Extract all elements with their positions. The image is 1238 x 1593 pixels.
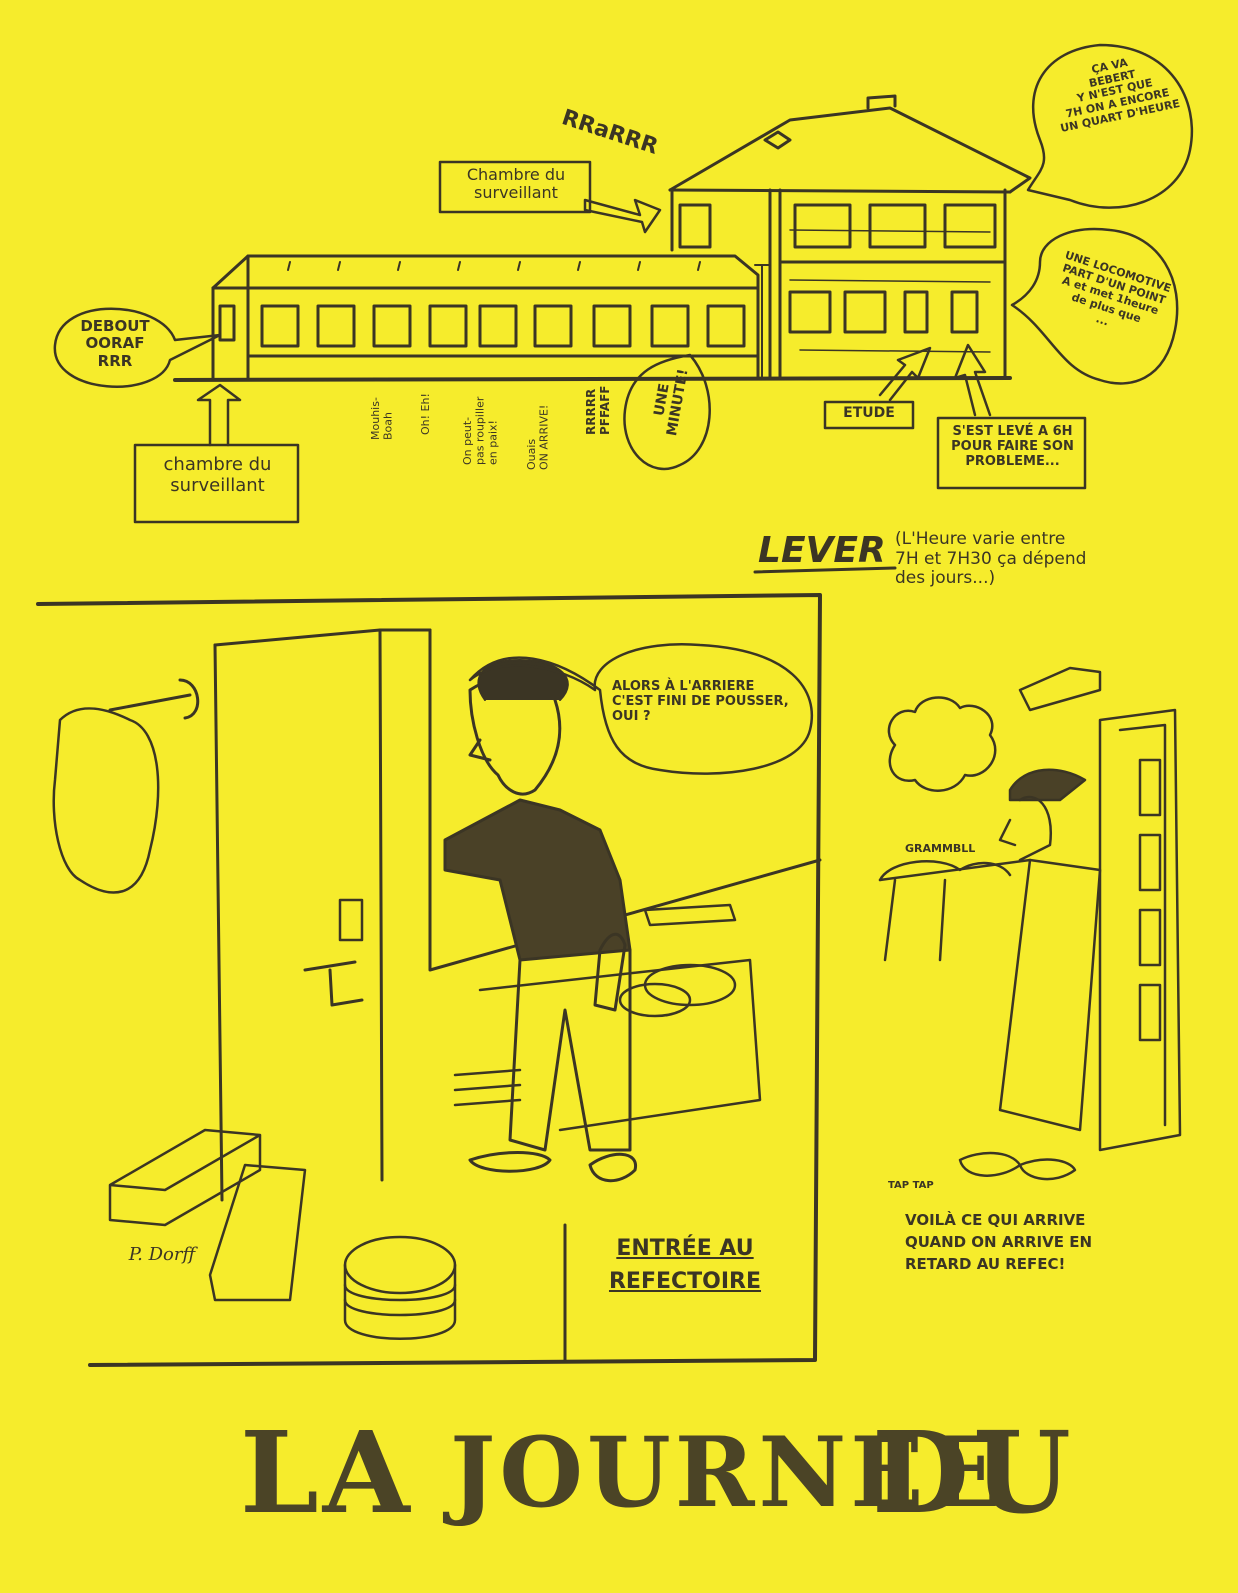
lever-underline bbox=[753, 566, 897, 574]
plate-stack bbox=[343, 1235, 457, 1340]
thought-cloud bbox=[887, 696, 997, 792]
bubble-debout-text: DEBOUT OORAF RRR bbox=[80, 317, 150, 370]
ground-line bbox=[173, 376, 1012, 382]
lever-note: (L'Heure varie entre 7H et 7H30 ça dépen… bbox=[895, 529, 1087, 589]
taptap-text: TAP TAP bbox=[888, 1180, 934, 1191]
arrow-chambre-top bbox=[583, 198, 662, 234]
door-handle bbox=[303, 960, 364, 1007]
label-chambre-bottom: chambre du surveillant bbox=[163, 454, 272, 496]
table-with-plates bbox=[453, 903, 762, 1132]
bubble-bebert-shape bbox=[1026, 43, 1194, 209]
box-chambre-top bbox=[438, 160, 592, 214]
refectoire-bubble-shape bbox=[468, 643, 814, 775]
artist-signature: P. Dorff bbox=[128, 1244, 196, 1265]
title-word-journee: JOURNEE bbox=[450, 1416, 1005, 1529]
retard-caption: VOILÀ CE QUI ARRIVE QUAND ON ARRIVE EN R… bbox=[905, 1211, 1093, 1273]
lever-heading: LEVER bbox=[758, 530, 886, 571]
panel-frame bbox=[36, 593, 822, 1367]
box-leve bbox=[936, 416, 1087, 490]
bubble-locomotive-shape bbox=[1010, 227, 1179, 385]
bread-crate-2 bbox=[208, 1163, 307, 1302]
vertical-text-1: Mouhis- Boah bbox=[369, 397, 395, 440]
vertical-text-2: Oh! Eh! bbox=[419, 393, 432, 435]
title-word-la: LA bbox=[240, 1408, 414, 1539]
vertical-text-5: RRRRR PFFAFF bbox=[584, 385, 612, 436]
grumble-text: GRAMMBLL bbox=[905, 842, 976, 855]
arrow-etude bbox=[878, 346, 932, 402]
bubble-debout-shape bbox=[53, 307, 222, 388]
refectoire-bubble-text: ALORS À L'ARRIERE C'EST FINI DE POUSSER,… bbox=[612, 679, 789, 724]
box-chambre-bottom bbox=[133, 443, 300, 524]
vertical-text-3: On peut- pas roupiller en paix! bbox=[461, 396, 500, 465]
bread-crate-1 bbox=[108, 1128, 262, 1227]
label-chambre-top: Chambre du surveillant bbox=[466, 165, 566, 203]
bubble-minute-shape bbox=[623, 353, 711, 471]
dormitory-building bbox=[211, 254, 760, 380]
curtain-rod bbox=[108, 678, 200, 720]
surveillant-figure bbox=[443, 659, 637, 1183]
vertical-text-4: Ouais ON ARRIVE! bbox=[525, 404, 551, 470]
door-lock bbox=[338, 898, 364, 942]
main-building bbox=[668, 94, 1032, 380]
label-leve: S'EST LEVÉ A 6H POUR FAIRE SON PROBLEME.… bbox=[951, 424, 1074, 469]
refectoire-caption: ENTRÉE AU REFECTOIRE bbox=[608, 1236, 762, 1294]
curtain bbox=[52, 707, 160, 894]
box-etude bbox=[823, 400, 915, 430]
arrow-leve bbox=[953, 343, 992, 417]
label-etude: ETUDE bbox=[843, 405, 895, 421]
arrow-chambre-bottom bbox=[196, 383, 242, 447]
late-scene bbox=[878, 666, 1182, 1181]
title-word-du: DU bbox=[872, 1408, 1075, 1539]
